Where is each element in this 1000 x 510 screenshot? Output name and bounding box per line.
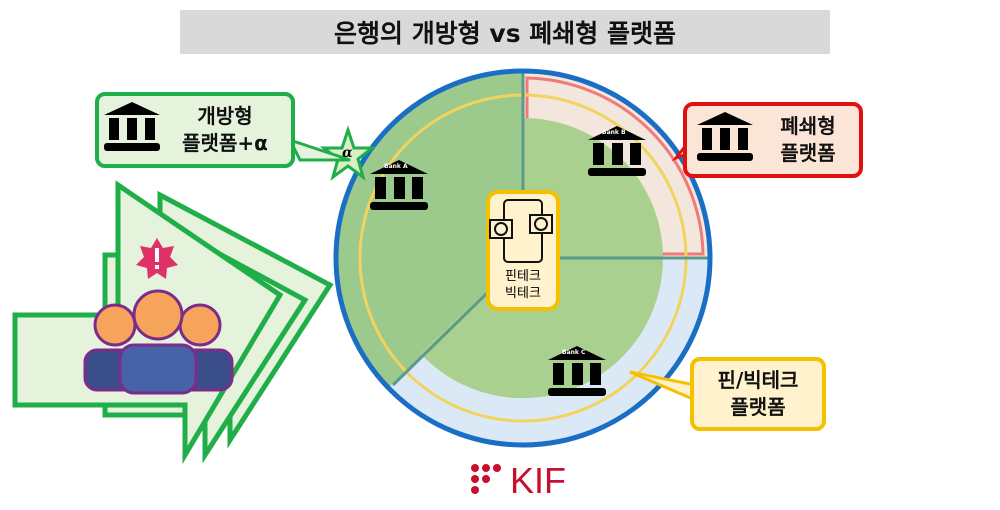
people-icon <box>83 289 234 395</box>
alert-icon <box>136 238 178 279</box>
bank-a-label: Bank A <box>384 163 408 170</box>
alpha-star-icon <box>319 125 377 181</box>
bank-b-callout-icon <box>697 112 753 166</box>
bank-b-label: Bank B <box>602 129 626 136</box>
fintech-platform-callout: 핀/빅테크 플랫폼 <box>690 357 826 431</box>
kif-logo: KIF <box>470 460 566 502</box>
bank-a-icon: Bank A <box>370 160 428 218</box>
center-label: 핀테크 빅테크 <box>505 269 541 301</box>
bank-c-label: Bank C <box>562 349 586 356</box>
fintech-platform-label: 핀/빅테크 플랫폼 <box>717 368 799 419</box>
kif-dots-icon <box>471 464 501 494</box>
mobile-payment-icon <box>489 199 553 263</box>
bank-a-callout-icon <box>104 102 160 156</box>
bank-c-icon: Bank C <box>548 346 606 404</box>
kif-logo-text: KIF <box>510 460 567 501</box>
open-platform-label: 개방형 플랫폼+α <box>182 104 268 155</box>
closed-platform-label: 폐쇄형 플랫폼 <box>780 114 836 165</box>
page-title: 은행의 개방형 vs 폐쇄형 플랫폼 <box>180 10 830 54</box>
alpha-label: α <box>342 145 353 161</box>
bank-b-icon: Bank B <box>588 126 646 184</box>
